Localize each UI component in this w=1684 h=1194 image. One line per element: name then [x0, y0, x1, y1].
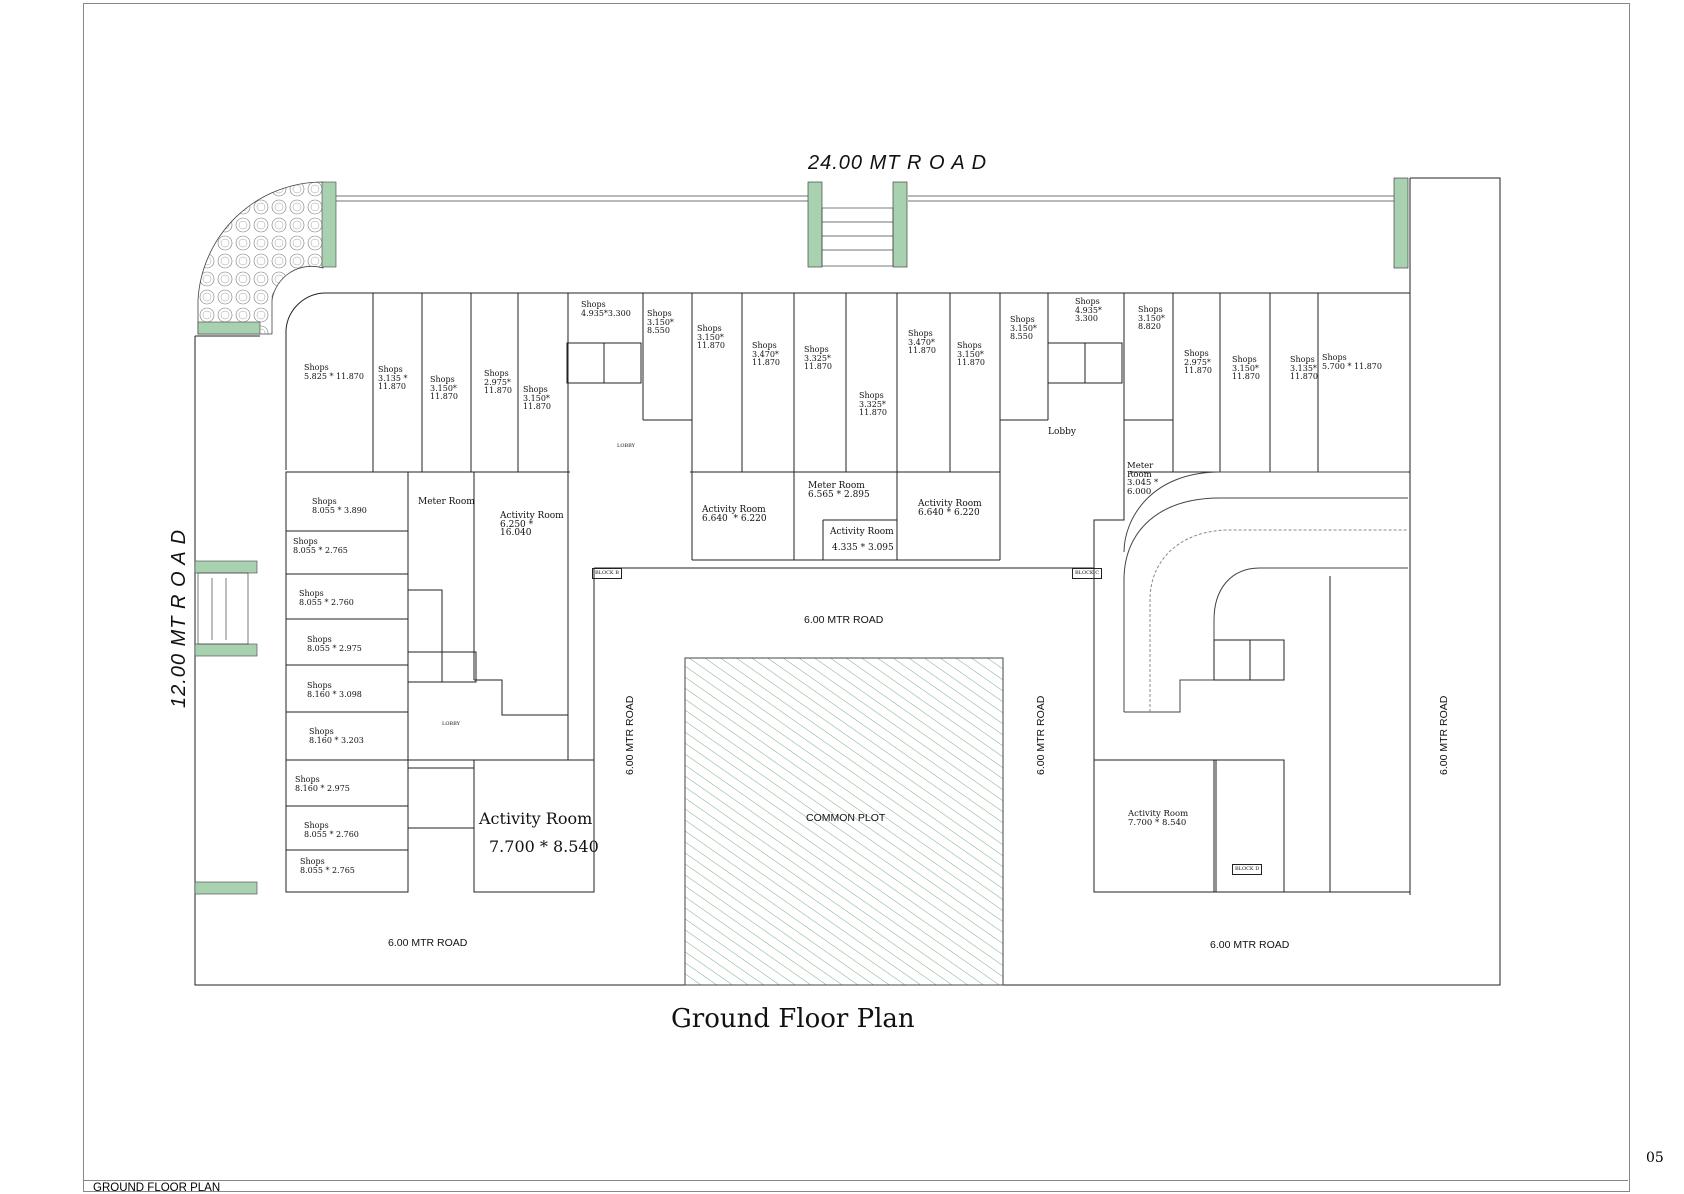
road-label-left: 12.00 MT R O A D	[168, 528, 190, 708]
left-shop-block	[194, 471, 595, 895]
top-shop-19: Shops 3.135* 11.870	[1290, 355, 1318, 381]
page-number: 05	[1646, 1150, 1664, 1166]
footer-label: GROUND FLOOR PLAN	[93, 1182, 221, 1194]
left-shop-3: Shops 8.055 * 2.760	[299, 589, 354, 607]
road-label-vertical-left: 6.00 MTR ROAD	[624, 695, 636, 775]
road-label-vertical-center: 6.00 MTR ROAD	[1035, 695, 1047, 775]
top-shop-6: Shops 4.935*3.300	[581, 300, 631, 318]
block-b-tag: BLOCK B	[592, 568, 622, 579]
top-shop-2: Shops 3.135 * 11.870	[378, 365, 408, 391]
road-label-center: 6.00 MTR ROAD	[804, 614, 884, 626]
top-shop-15: Shops 4.935* 3.300	[1075, 297, 1102, 323]
meter-room-left: Meter Room	[418, 497, 475, 507]
right-block	[1093, 420, 1410, 893]
meter-room-mid: Meter Room 6.565 * 2.895	[808, 481, 870, 500]
courtyard	[593, 567, 1095, 986]
road-label-bottom-right: 6.00 MTR ROAD	[1210, 939, 1290, 951]
activity-big-size: 7.700 * 8.540	[489, 837, 599, 856]
activity-room-c: Activity Room	[830, 527, 894, 537]
left-shop-4: Shops 8.055 * 2.975	[307, 635, 362, 653]
top-shop-3: Shops 3.150* 11.870	[430, 375, 458, 401]
top-strip	[336, 177, 1409, 269]
footer-bar	[83, 1180, 1628, 1182]
top-shop-20: Shops 5.700 * 11.870	[1322, 353, 1382, 371]
lobby-small-b: LOBBY	[442, 721, 460, 727]
plan-title: Ground Floor Plan	[671, 1004, 915, 1034]
top-shop-11: Shops 3.325* 11.870	[859, 391, 887, 417]
block-c-tag: BLOCK C	[1072, 568, 1103, 579]
activity-room-right: Activity Room 7.700 * 8.540	[1128, 809, 1189, 828]
top-shop-5: Shops 3.150* 11.870	[523, 385, 551, 411]
lobby-small-a: LOBBY	[617, 443, 635, 449]
left-shop-6: Shops 8.160 * 3.203	[309, 727, 364, 745]
top-shop-7: Shops 3.150* 8.550	[647, 309, 674, 335]
activity-room-c-size: 4.335 * 3.095	[832, 543, 894, 553]
top-shop-4: Shops 2.975* 11.870	[484, 369, 512, 395]
meter-room-right: Meter Room 3.045 * 6.000	[1127, 461, 1159, 497]
top-shop-16: Shops 3.150* 8.820	[1138, 305, 1165, 331]
road-label-bottom-left: 6.00 MTR ROAD	[388, 937, 468, 949]
plot-boundary	[194, 177, 1501, 986]
top-shop-18: Shops 3.150* 11.870	[1232, 355, 1260, 381]
block-d-tag: BLOCK D	[1232, 864, 1263, 875]
left-shop-7: Shops 8.160 * 2.975	[295, 775, 350, 793]
top-shop-10: Shops 3.325* 11.870	[804, 345, 832, 371]
activity-room-a: Activity Room 6.250 * 16.040	[500, 511, 564, 538]
top-shop-9: Shops 3.470* 11.870	[752, 341, 780, 367]
left-shop-8: Shops 8.055 * 2.760	[304, 821, 359, 839]
top-shop-12: Shops 3.470* 11.870	[908, 329, 936, 355]
top-shop-14: Shops 3.150* 8.550	[1010, 315, 1037, 341]
left-shop-2: Shops 8.055 * 2.765	[293, 537, 348, 555]
road-label-vertical-right: 6.00 MTR ROAD	[1438, 695, 1450, 775]
activity-room-b: Activity Room 6.640 * 6.220	[702, 505, 767, 524]
top-shop-8: Shops 3.150* 11.870	[697, 324, 725, 350]
top-shop-13: Shops 3.150* 11.870	[957, 341, 985, 367]
common-plot-label: COMMON PLOT	[806, 812, 886, 824]
road-label-top: 24.00 MT R O A D	[808, 152, 988, 174]
corner-landscape	[197, 181, 337, 335]
left-shop-1: Shops 8.055 * 3.890	[312, 497, 367, 515]
left-shop-9: Shops 8.055 * 2.765	[300, 857, 355, 875]
top-shop-17: Shops 2.975* 11.870	[1184, 349, 1212, 375]
activity-big-name: Activity Room	[479, 809, 593, 828]
lobby-right: Lobby	[1048, 427, 1077, 437]
left-shop-5: Shops 8.160 * 3.098	[307, 681, 362, 699]
top-shop-1: Shops 5.825 * 11.870	[304, 363, 364, 381]
activity-room-d: Activity Room 6.640 * 6.220	[918, 499, 982, 518]
